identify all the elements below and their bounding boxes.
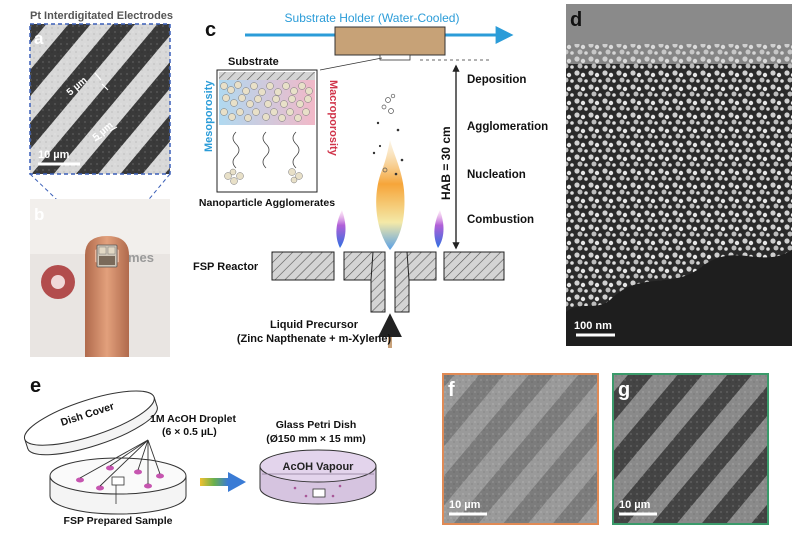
panel-f: f 10 µm [442, 373, 599, 525]
panel-b-letter: b [34, 205, 44, 224]
hab-label: HAB = 30 cm [439, 126, 453, 200]
panel-a: Pt Interdigitated Electrodes a 5 µm 5 µm… [29, 10, 173, 241]
sealed-sample-chip [312, 488, 326, 498]
panel-d: d 100 nm [566, 4, 792, 346]
film-particles [220, 81, 313, 122]
nozzle-left [370, 251, 386, 313]
panel-d-letter: d [570, 9, 582, 31]
macroporosity-label: Macroporosity [327, 80, 339, 157]
panel-c-letter: c [205, 19, 216, 41]
reactor-inner-left [343, 251, 377, 281]
flame-particles [372, 93, 404, 176]
droplet-label-line1: 1M AcOH Droplet [150, 413, 236, 425]
substrate-label: Substrate [228, 56, 279, 68]
precursor-line2: (Zinc Napthenate + m-Xylene) [237, 333, 392, 345]
pilot-flame-left [336, 210, 346, 248]
panel-a-frame [29, 23, 171, 175]
stage-combustion: Combustion [467, 214, 534, 226]
petri-label-line1: Glass Petri Dish [276, 419, 357, 431]
main-flame [376, 140, 405, 250]
panel-a-scalebar-label: 10 µm [38, 149, 70, 161]
agglomerates-label: Nanoparticle Agglomerates [199, 197, 335, 209]
substrate-holder-block [334, 26, 446, 56]
gap-arrow-2b [94, 136, 103, 142]
process-arrow-body [200, 478, 228, 486]
stage-nucleation: Nucleation [467, 169, 526, 181]
panel-g-letter: g [618, 379, 630, 401]
finger [85, 236, 129, 357]
reactor-left-block [271, 251, 335, 281]
panel-b: mes b [30, 199, 170, 357]
panel-c: c Substrate Holder (Water-Cooled) Substr… [193, 11, 548, 348]
gap-arrow-2a [109, 126, 118, 132]
substrate-piece [379, 54, 411, 61]
droplet-pointers [79, 439, 161, 487]
precursor-line1: Liquid Precursor [270, 319, 359, 331]
holder-label: Substrate Holder (Water-Cooled) [285, 11, 460, 25]
pilot-flame-right [434, 210, 444, 248]
svg-text:mes: mes [128, 250, 154, 265]
mesoporosity-label: Mesoporosity [203, 80, 215, 152]
closed-petri-dish [259, 449, 377, 505]
gap-arrow-1a [94, 72, 102, 81]
panel-a-title: Pt Interdigitated Electrodes [30, 10, 173, 22]
panel-f-letter: f [448, 379, 455, 401]
petri-label-line2: (Ø150 mm × 15 mm) [266, 433, 366, 445]
reactor-right-block [443, 251, 505, 281]
panel-g: g 10 µm [612, 373, 769, 525]
panel-e-letter: e [30, 375, 41, 397]
panel-a-letter: a [34, 29, 44, 48]
gap-arrow-1b [101, 83, 109, 91]
stage-agglomeration: Agglomeration [467, 121, 548, 133]
sample-label: FSP Prepared Sample [64, 515, 173, 527]
panel-f-frame [442, 373, 599, 525]
nozzle-right [394, 251, 410, 313]
dish-bottom [49, 457, 187, 515]
panel-g-frame [612, 373, 769, 525]
panel-g-scalebar-label: 10 µm [619, 499, 651, 511]
panel-d-scalebar-label: 100 nm [574, 320, 612, 332]
dish-cover [23, 390, 158, 456]
panel-e: e Dish Cover [23, 375, 377, 527]
stage-deposition: Deposition [467, 74, 526, 86]
porous-network [566, 44, 792, 312]
process-arrow-head [228, 472, 246, 492]
fsp-sample-chip [111, 476, 125, 486]
panel-f-scalebar-label: 10 µm [449, 499, 481, 511]
reactor-label: FSP Reactor [193, 261, 259, 273]
rising-agglomerates [232, 131, 300, 169]
vapour-label: AcOH Vapour [283, 461, 355, 473]
acoh-droplets [76, 465, 164, 491]
droplet-label-line2: (6 × 0.5 µL) [162, 426, 217, 438]
